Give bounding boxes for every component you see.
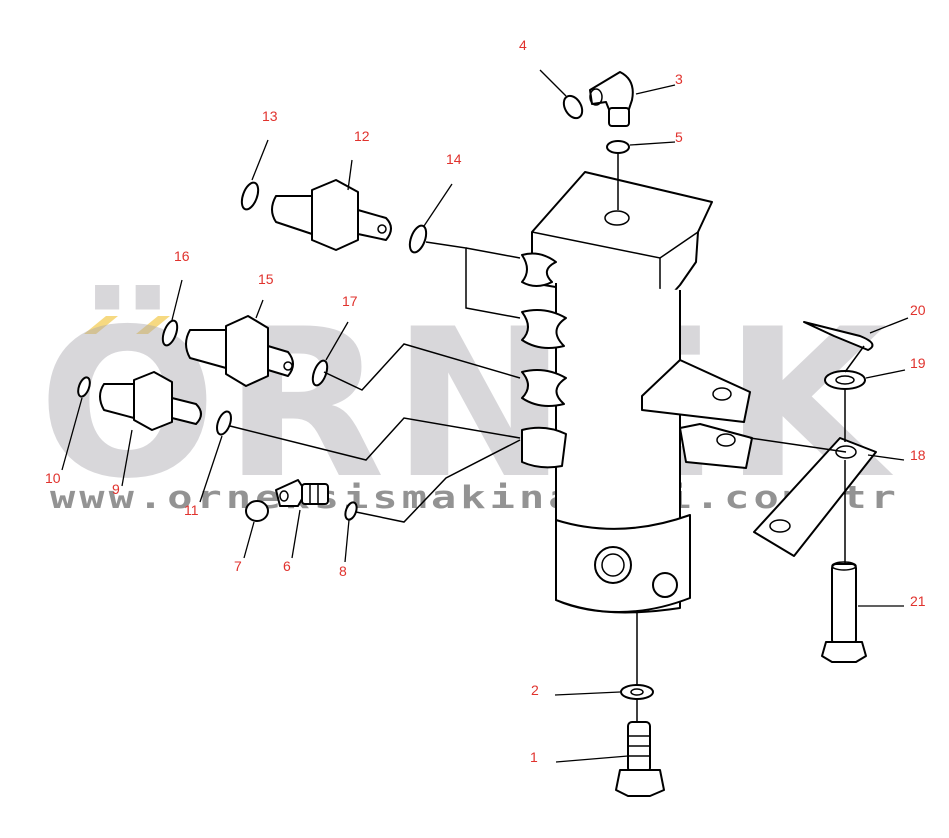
callout-4: 4 bbox=[519, 37, 527, 53]
bottom-bolt bbox=[615, 721, 665, 797]
cap bbox=[245, 500, 269, 522]
retaining-clip bbox=[803, 321, 874, 351]
callout-6: 6 bbox=[283, 558, 291, 574]
umlaut-dot-left bbox=[84, 316, 118, 334]
adapter-15 bbox=[185, 315, 294, 387]
pin-bolt bbox=[821, 561, 867, 663]
leader-lines bbox=[61, 69, 909, 763]
o-ring-16 bbox=[161, 319, 179, 347]
callout-5: 5 bbox=[675, 129, 683, 145]
watermark-url: www.orneksismakinalari.com.tr bbox=[50, 480, 900, 516]
o-ring-4 bbox=[562, 94, 584, 120]
callout-17: 17 bbox=[342, 293, 358, 309]
upper-clevis bbox=[641, 359, 751, 423]
callout-8: 8 bbox=[339, 563, 347, 579]
elbow-fitting bbox=[589, 71, 634, 127]
adapter-9 bbox=[99, 371, 202, 431]
callout-20: 20 bbox=[910, 302, 926, 318]
callout-10: 10 bbox=[45, 470, 61, 486]
callout-11: 11 bbox=[184, 502, 199, 518]
callout-16: 16 bbox=[174, 248, 190, 264]
callout-1: 1 bbox=[530, 749, 538, 765]
routing-lines bbox=[229, 152, 865, 722]
callout-15: 15 bbox=[258, 271, 274, 287]
adapter-12 bbox=[271, 179, 392, 251]
o-ring-10 bbox=[77, 376, 91, 398]
callout-12: 12 bbox=[354, 128, 370, 144]
callout-18: 18 bbox=[910, 447, 926, 463]
o-ring-14 bbox=[408, 224, 428, 254]
o-ring-8 bbox=[344, 501, 358, 521]
callout-14: 14 bbox=[446, 151, 462, 167]
o-ring-17 bbox=[311, 359, 329, 387]
callout-7: 7 bbox=[234, 558, 242, 574]
grease-fitting bbox=[275, 479, 329, 507]
o-ring-5 bbox=[606, 140, 630, 154]
callouts: 1 2 3 4 5 6 7 8 9 10 11 12 13 14 15 16 1… bbox=[45, 37, 926, 765]
umlaut-dot-right bbox=[136, 316, 170, 334]
callout-21: 21 bbox=[910, 593, 926, 609]
washer bbox=[824, 370, 866, 390]
callout-3: 3 bbox=[675, 71, 683, 87]
callout-13: 13 bbox=[262, 108, 278, 124]
o-ring-11 bbox=[216, 410, 232, 436]
lower-clevis bbox=[679, 423, 753, 469]
callout-19: 19 bbox=[910, 355, 926, 371]
bottom-washer bbox=[620, 684, 654, 700]
o-ring-13 bbox=[240, 181, 260, 211]
main-housing bbox=[521, 171, 753, 614]
callout-2: 2 bbox=[531, 682, 539, 698]
callout-9: 9 bbox=[112, 481, 120, 497]
